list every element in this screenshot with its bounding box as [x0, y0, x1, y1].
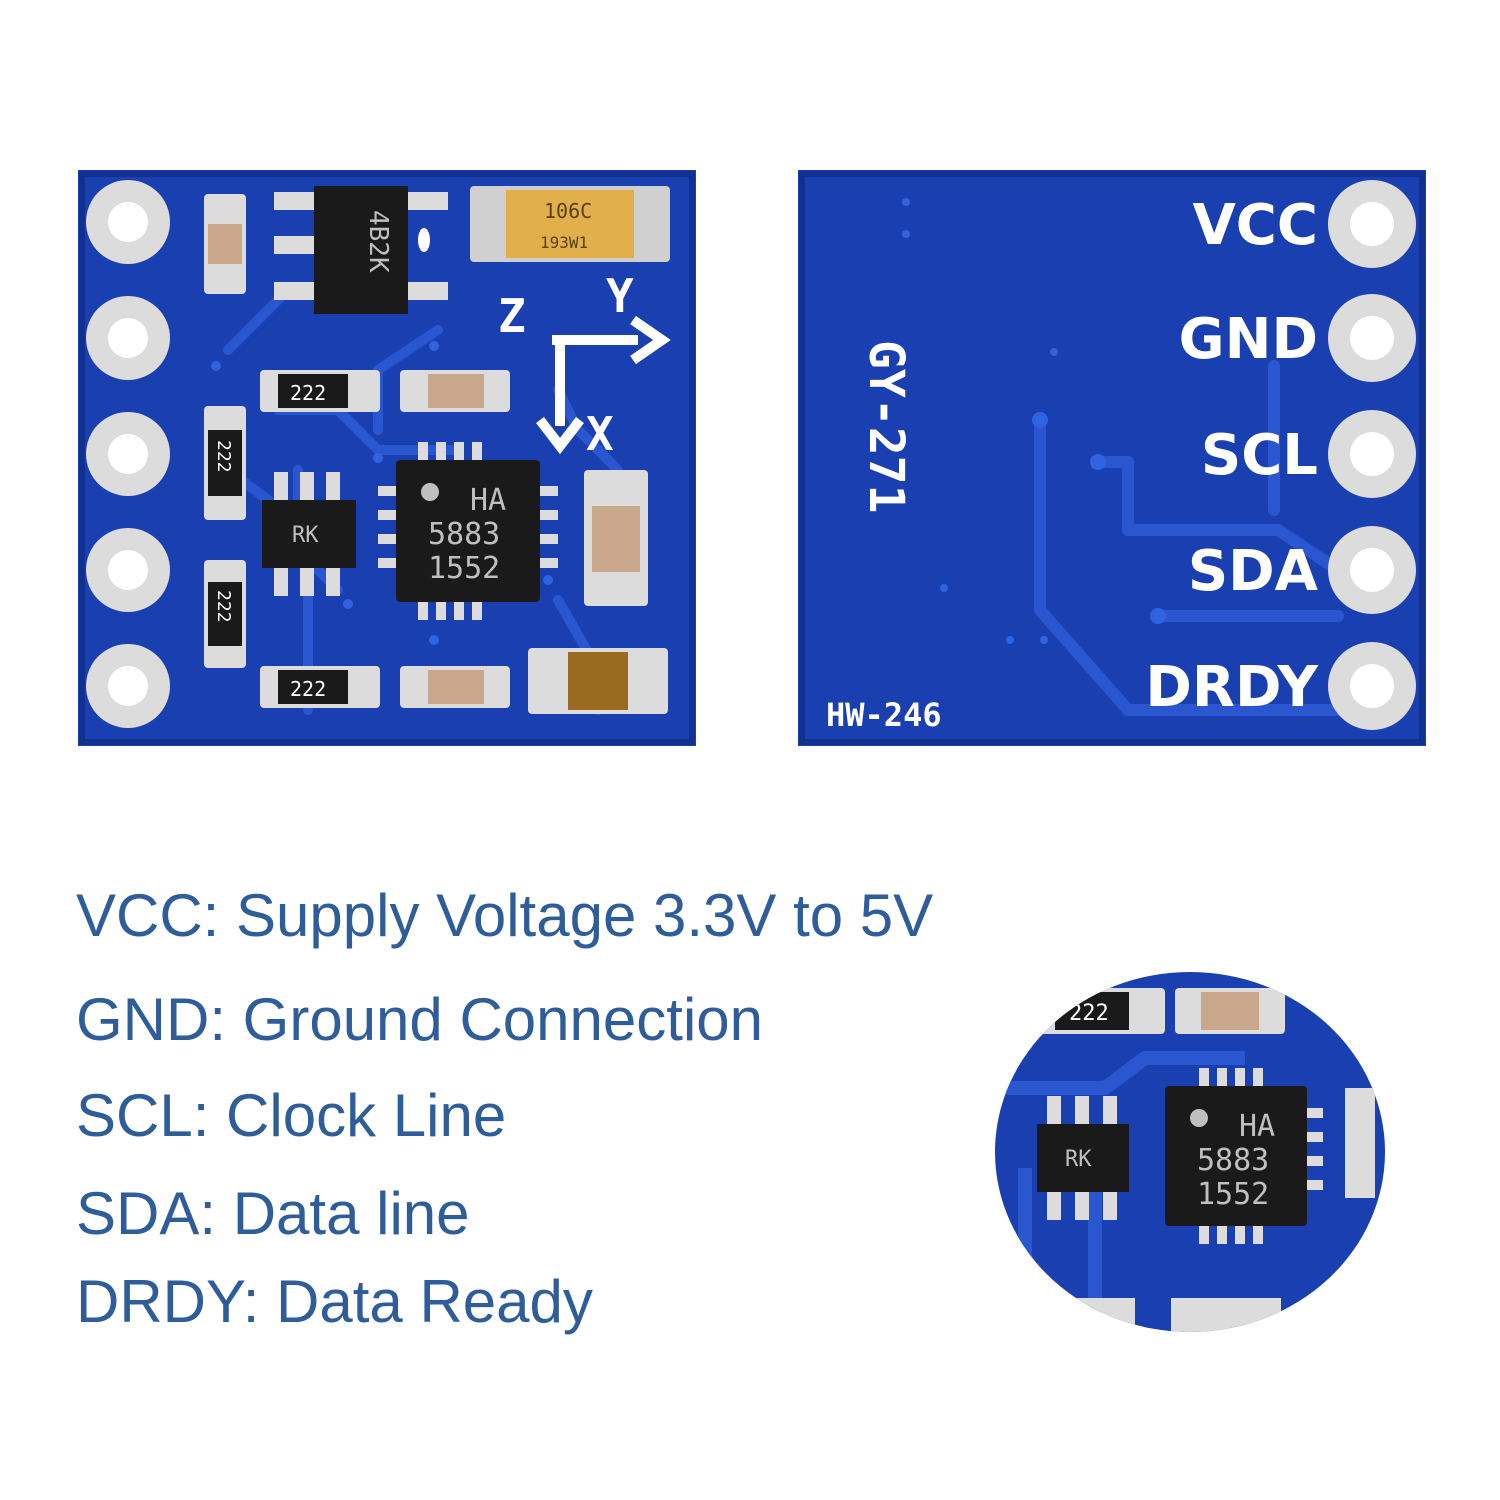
- vias: [211, 341, 553, 645]
- axis-label-x: X: [586, 407, 614, 461]
- zoom-chip-line-1: HA: [1239, 1109, 1275, 1144]
- description-sda: SDA: Data line: [76, 1180, 470, 1247]
- zoom-resistor: 222: [1035, 988, 1165, 1034]
- zoom-chip-line-2: 5883: [1197, 1143, 1269, 1178]
- zoom-capacitor: [1175, 988, 1285, 1034]
- back-pin-pads: [1328, 180, 1416, 730]
- smd-resistor: 222: [204, 560, 246, 668]
- chip-line-2: 5883: [428, 517, 500, 552]
- regulator-marking: 4B2K: [363, 210, 393, 273]
- pin-label-vcc: VCC: [1192, 193, 1318, 258]
- smd-resistor: 222: [260, 666, 380, 708]
- zoom-transistor: RK: [1037, 1096, 1129, 1220]
- description-vcc: VCC: Supply Voltage 3.3V to 5V: [76, 882, 934, 949]
- magnetometer-chip: HA 5883 1552: [378, 442, 558, 620]
- resistor-marking: 222: [290, 677, 326, 701]
- board-label: HW-246: [826, 696, 942, 734]
- vias: [902, 198, 1058, 644]
- pin-label-drdy: DRDY: [1145, 655, 1319, 720]
- chip-line-1: HA: [470, 483, 506, 518]
- chip-line-3: 1552: [428, 551, 500, 586]
- front-board: 4B2K 106C 193W1 Z Y X 222 222 222: [78, 170, 696, 746]
- axis-label-z: Z: [498, 289, 526, 343]
- axis-label-y: Y: [606, 269, 634, 323]
- pin-label-gnd: GND: [1179, 307, 1318, 372]
- pin-label-sda: SDA: [1188, 539, 1319, 604]
- description-drdy: DRDY: Data Ready: [76, 1268, 593, 1335]
- voltage-regulator: 4B2K: [274, 186, 448, 314]
- smd-capacitor: [204, 194, 246, 294]
- description-gnd: GND: Ground Connection: [76, 986, 764, 1053]
- zoom-magnetometer-chip: HA 5883 1552: [1165, 1068, 1323, 1244]
- zoom-transistor-marking: RK: [1065, 1147, 1092, 1172]
- pin-label-scl: SCL: [1201, 423, 1318, 488]
- zoom-view: 222 RK HA: [995, 972, 1385, 1332]
- zoom-resistor-marking: 222: [1069, 1001, 1109, 1026]
- model-label: GY-271: [858, 340, 914, 513]
- resistor-marking: 222: [213, 590, 234, 623]
- description-scl: SCL: Clock Line: [76, 1082, 507, 1149]
- resistor-marking: 222: [213, 440, 234, 473]
- smd-capacitor: [528, 648, 668, 714]
- back-board: VCC GND SCL SDA DRDY GY-271 HW-246: [798, 170, 1426, 746]
- axis-indicator: Z Y X: [498, 269, 671, 461]
- transistor-marking: RK: [292, 523, 319, 548]
- smd-transistor: RK: [262, 472, 356, 596]
- resistor-marking: 222: [290, 381, 326, 405]
- capacitor-marking-2: 193W1: [540, 233, 588, 252]
- tantalum-capacitor: 106C 193W1: [470, 186, 670, 262]
- smd-capacitor: [584, 470, 648, 606]
- capacitor-marking-1: 106C: [544, 199, 592, 223]
- smd-resistor: 222: [204, 406, 246, 520]
- front-pin-pads: [86, 180, 170, 728]
- smd-capacitor: [400, 666, 510, 708]
- smd-capacitor: [400, 370, 510, 412]
- smd-resistor: 222: [260, 370, 380, 412]
- zoom-chip-line-3: 1552: [1197, 1177, 1269, 1212]
